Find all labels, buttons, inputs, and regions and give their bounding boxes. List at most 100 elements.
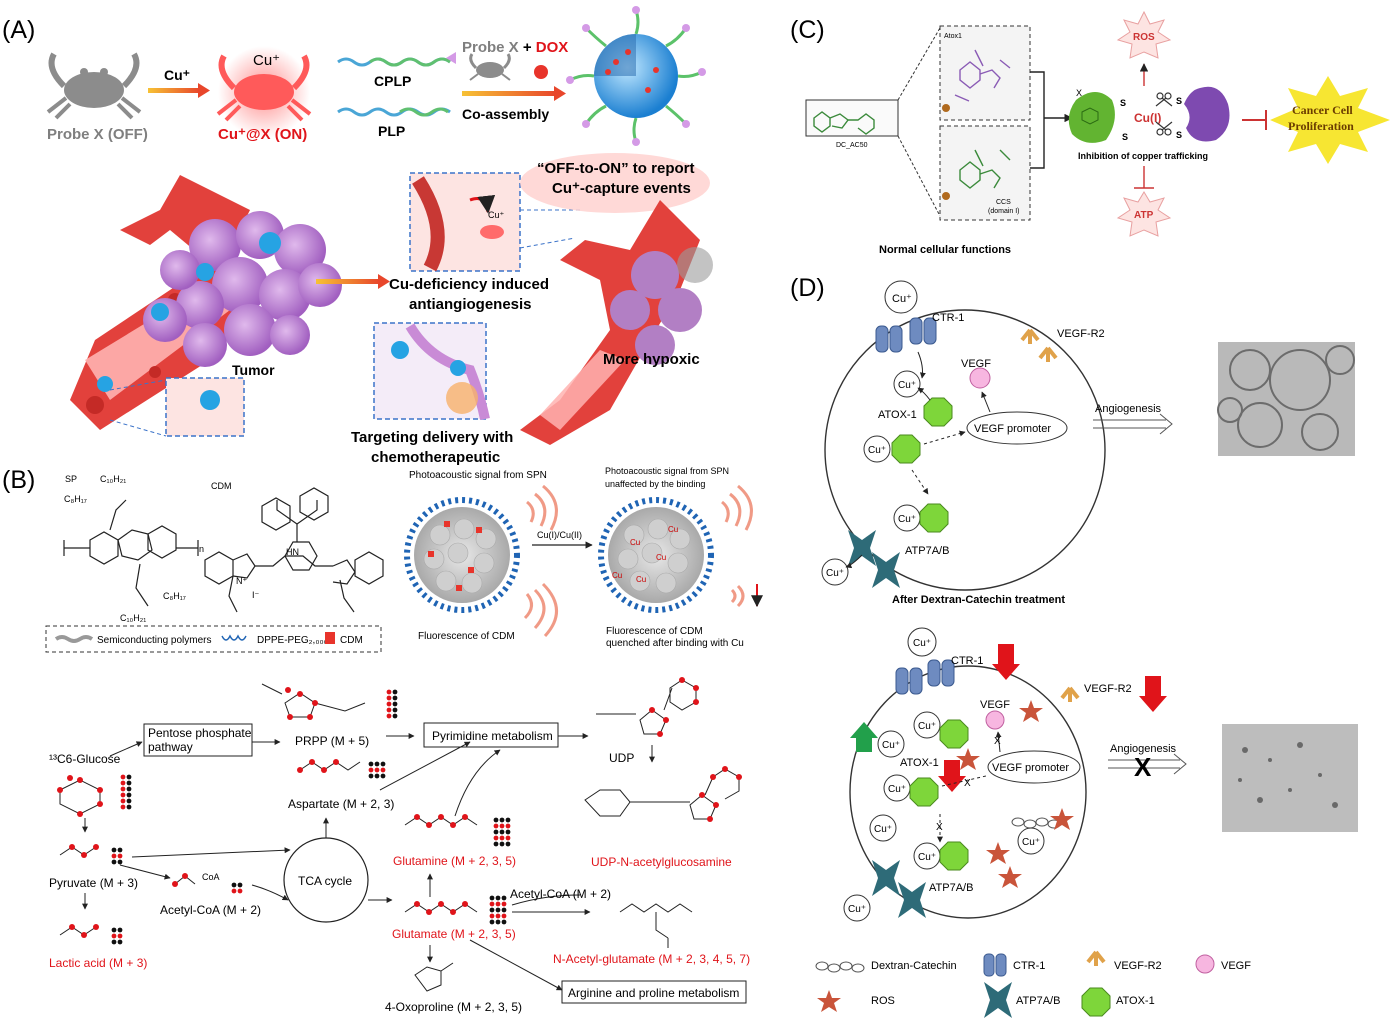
ctr1-label-top: CTR-1 xyxy=(932,312,964,324)
crab-on-icon xyxy=(216,46,312,138)
blocked-x-1: X xyxy=(994,736,1001,747)
pyruvate-to-tca-arrow xyxy=(131,847,291,858)
legend-vegfr2-icon xyxy=(1086,950,1106,966)
probe-on-label: Cu⁺@X (ON) xyxy=(218,126,307,143)
glucose-label: ¹³C6-Glucose xyxy=(49,752,121,766)
sp-n-label: n xyxy=(199,544,204,554)
legend-cdm-icon xyxy=(325,632,335,644)
cu-out-bottom xyxy=(843,894,871,922)
vegf-promoter-bottom xyxy=(987,750,1081,784)
atox1-label-top: ATOX-1 xyxy=(878,409,917,421)
cu-free-bottom-label: Cu⁺ xyxy=(888,784,906,795)
legend-dppe-label: DPPE-PEG₂,₀₀₀ xyxy=(257,635,328,646)
glucose-atoms xyxy=(57,775,103,817)
pa-unaffected-label-1: Photoacoustic signal from SPN xyxy=(605,466,729,476)
fluor-cdm-label: Fluorescence of CDM xyxy=(418,631,515,642)
cu-atox-bottom-label: Cu⁺ xyxy=(918,721,936,732)
probe-off-label: Probe X (OFF) xyxy=(47,126,148,143)
ros-burst-icon xyxy=(1116,10,1172,59)
x-label: X xyxy=(1076,88,1082,98)
cu-free-top-label: Cu⁺ xyxy=(868,445,886,456)
legend-atp7-icon xyxy=(984,982,1012,1018)
legend-dppe-icon xyxy=(221,634,247,641)
off-on-label-2: Cu⁺-capture events xyxy=(552,180,691,197)
acetyl-coa-label: Acetyl-CoA (M + 2) xyxy=(160,903,261,917)
s-label-1: S xyxy=(1120,98,1126,108)
glucose-to-ppp-arrow xyxy=(109,741,143,757)
nacetyl-label: N-Acetyl-glutamate (M + 2, 3, 4, 5, 7) xyxy=(553,952,750,966)
nacetyl-structure xyxy=(619,903,693,948)
dox-dot xyxy=(534,65,548,79)
angiogenesis-label-bottom: Angiogenesis xyxy=(1110,743,1177,755)
ctr1-down-arrow xyxy=(992,644,1020,680)
lactic-label: Lactic acid (M + 3) xyxy=(49,956,147,970)
probe-x-dox-label: Probe X + DOX xyxy=(462,39,568,56)
quench-label-1: Fluorescence of CDM xyxy=(606,626,703,637)
cu-deficiency-label-1: Cu-deficiency induced xyxy=(389,276,549,293)
oxoproline-structure xyxy=(414,962,454,992)
glutamate-label: Glutamate (M + 2, 3, 5) xyxy=(392,927,516,941)
crab-off-icon xyxy=(46,52,142,120)
inset-cu-label: Cu⁺ xyxy=(488,210,505,220)
tube-formation-image-bottom xyxy=(1222,724,1358,832)
cu-atox-top-label: Cu⁺ xyxy=(898,380,916,391)
cu-bound-bottom-label: Cu⁺ xyxy=(882,740,900,751)
targeting-label-2: chemotherapeutic xyxy=(371,449,500,466)
cu-binding-label: Cu(I)/Cu(II) xyxy=(537,530,582,540)
prpp-label: PRPP (M + 5) xyxy=(295,734,369,748)
inhibition-label: Inhibition of copper trafficking xyxy=(1078,151,1208,161)
cu-dot-1: Cu xyxy=(668,525,678,534)
scissors-icon xyxy=(1155,92,1173,136)
atox1-octagon-top xyxy=(923,397,953,427)
glutamine-to-pyrimidine-arrow xyxy=(454,749,501,817)
cu-i-label: Cu(I) xyxy=(1134,111,1161,125)
atp-burst-icon xyxy=(1116,191,1172,237)
ccs-docking-structure xyxy=(959,149,1011,189)
prpp-iso-bars xyxy=(386,689,398,719)
atox1-octagon-mid-bottom xyxy=(909,777,939,807)
atp7-label-bottom: ATP7A/B xyxy=(929,882,973,894)
atp7-icon-top xyxy=(848,530,900,588)
atox1-label-bottom: ATOX-1 xyxy=(900,757,939,769)
quench-label-2: quenched after binding with Cu xyxy=(606,638,744,649)
cu-dot-2: Cu xyxy=(630,538,640,547)
vegfr2-label-bottom: VEGF-R2 xyxy=(1084,683,1132,695)
small-crab-icon xyxy=(469,53,511,81)
atox1-octagon-low-bottom xyxy=(939,841,969,871)
panel-label-c: (C) xyxy=(790,16,825,44)
atox1-up-arrow xyxy=(850,722,878,752)
cu-deficiency-label-2: antiangiogenesis xyxy=(409,296,532,313)
cu-dot-3: Cu xyxy=(656,553,666,562)
vegfr2-down-arrow xyxy=(1139,676,1167,712)
legend-atox1-icon xyxy=(1081,987,1111,1017)
sp-chain-right: C₈H₁₇ xyxy=(163,591,186,601)
s-label-4: S xyxy=(1176,130,1182,140)
glutamate-to-arginine-arrow xyxy=(469,939,563,991)
atox1-down-arrow xyxy=(938,760,966,792)
acetyl-to-tca-arrow xyxy=(251,884,289,901)
blocked-x-2: X xyxy=(964,778,971,789)
acetyl-iso-bars xyxy=(231,882,243,894)
ros-star-1 xyxy=(1019,700,1043,722)
pyruvate-structure xyxy=(59,846,97,856)
ccs-label-1: CCS xyxy=(996,199,1011,206)
cell-untreated xyxy=(824,309,1106,591)
plp-label: PLP xyxy=(378,123,405,139)
s-label-3: S xyxy=(1176,96,1182,106)
cu-out-top xyxy=(821,558,849,586)
ctr1-label-bottom: CTR-1 xyxy=(951,655,983,667)
vegfr2-icon-bottom xyxy=(1060,686,1080,702)
crab-cu-label: Cu⁺ xyxy=(253,52,280,69)
udpnag-label: UDP-N-acetylglucosamine xyxy=(591,855,732,869)
cu-chelate-bottom xyxy=(869,814,897,842)
spn-legend-box xyxy=(45,625,382,653)
spn-particle-before xyxy=(404,497,520,613)
legend-dextran-icon xyxy=(815,961,865,973)
cdm-hn-label: HN xyxy=(286,547,299,557)
cu-atox-bottom xyxy=(913,711,941,739)
cu-out-bottom-label: Cu⁺ xyxy=(848,904,866,915)
vegf-label-bottom: VEGF xyxy=(980,699,1010,711)
blocked-x-3: X xyxy=(936,822,943,833)
tube-formation-image-top xyxy=(1218,342,1355,456)
